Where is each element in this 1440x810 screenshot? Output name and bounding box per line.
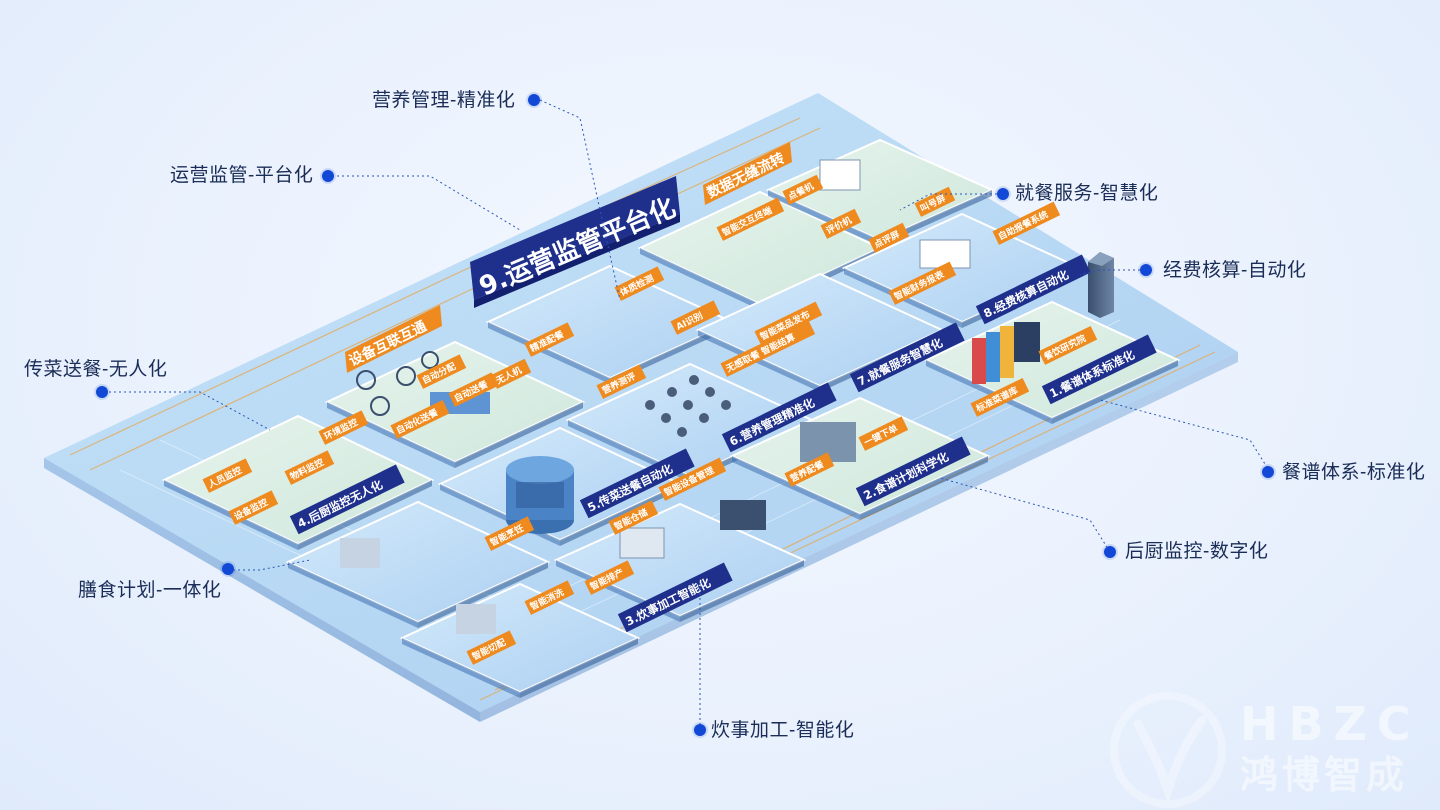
brand-watermark: HBZC 鸿博智成 [1110,692,1421,808]
book-shelf [972,322,1040,384]
callout-dining: 就餐服务-智慧化 [1015,183,1159,204]
dining-tables [645,375,731,437]
module-tile [729,396,991,520]
dot-kitchen [1104,546,1116,558]
office-tower [1088,252,1114,318]
leader-delivery [104,391,271,431]
callout-funding: 经费核算-自动化 [1163,260,1307,281]
dot-funding [1140,264,1152,276]
drone-icons [356,351,439,416]
callout-menu: 餐谱体系-标准化 [1282,462,1426,483]
leader-menu [1099,399,1271,473]
dot-operation [322,170,334,182]
dot-planning [222,563,234,575]
dot-nutrition [528,94,540,106]
platform-title-banner [470,176,680,308]
callout-cooking: 炊事加工-智能化 [711,720,855,741]
banner-right-shape [703,142,792,205]
leader-nutrition [539,99,621,301]
leader-planning [228,559,311,571]
dot-menu [1262,466,1274,478]
dot-dining [997,188,1009,200]
module-tile [285,500,551,628]
leader-kitchen [939,477,1111,553]
callout-nutrition: 营养管理-精准化 [372,90,516,111]
dot-delivery [96,386,108,398]
banner-left-shape [345,305,442,373]
brand-logo-icon [1110,692,1226,808]
callout-kitchen: 后厨监控-数字化 [1125,541,1269,562]
callout-delivery: 传菜送餐-无人化 [24,359,168,380]
watermark-latin: HBZC [1240,697,1421,751]
leader-funding [1079,269,1145,276]
dot-cooking [694,724,706,736]
watermark-chinese: 鸿博智成 [1240,753,1408,797]
callout-operation: 运营监管-平台化 [170,165,314,186]
leader-dining [899,193,1002,211]
leader-operation [332,175,521,231]
leader-lines [104,99,1271,730]
callout-planning: 膳食计划-一体化 [78,580,222,601]
